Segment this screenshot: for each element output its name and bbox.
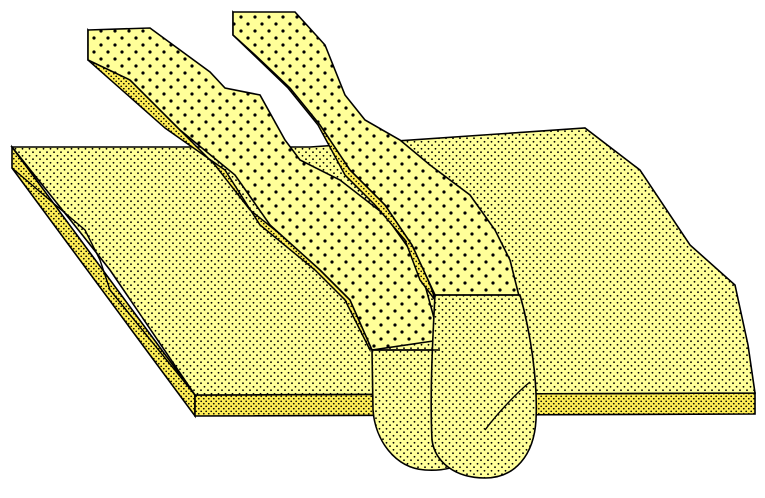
channel-front-bulb bbox=[431, 295, 536, 478]
